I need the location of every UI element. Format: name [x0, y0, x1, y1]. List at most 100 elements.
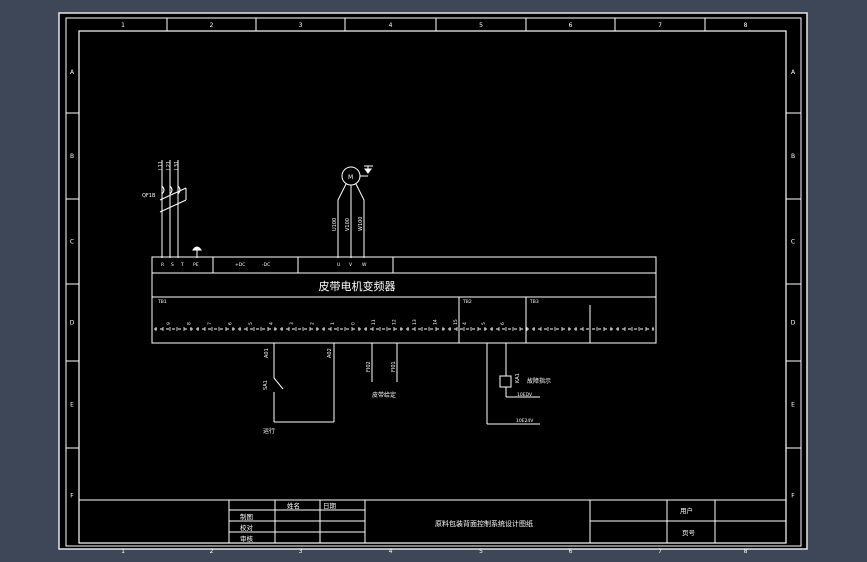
speed-wire-fi01: FI01: [391, 361, 397, 372]
title-page-label: 页号: [682, 529, 696, 537]
row-marker-left: C: [70, 239, 74, 246]
speed-label: 皮带给定: [372, 391, 396, 399]
row-markers: A A B B C C D D E E F F: [66, 69, 801, 500]
column-marker-bottom: 3: [299, 548, 303, 555]
column-marker-bottom: 5: [479, 548, 483, 555]
drawing-title: 原料包装背面控制系统设计图纸: [435, 519, 533, 528]
row-marker-right: C: [791, 239, 795, 246]
outer-border: [65, 17, 802, 547]
terminal-plus-dc: +DC: [235, 262, 245, 268]
dc-label-10edv: 10EDV: [517, 392, 533, 398]
terminal-u: U: [337, 262, 340, 268]
terminal-tick-marks: [155, 327, 654, 331]
speed-wire-fi02: FI02: [366, 361, 372, 372]
title-user-label: 用户: [680, 506, 693, 515]
run-label: 运行: [263, 427, 275, 435]
tb2-terminal-labels: 4 5 6: [462, 322, 506, 325]
inverter-title: 皮带电机变频器: [319, 279, 396, 293]
column-marker-top: 7: [658, 22, 662, 29]
column-marker-top: 1: [121, 22, 125, 29]
tb2-terminal-label: 6: [500, 322, 506, 325]
tb2-terminal-label: 5: [481, 322, 487, 325]
tb1-terminal-label: 14: [433, 319, 439, 325]
fault-indicator-circuit: [486, 343, 540, 425]
row-marker-left: E: [70, 402, 74, 409]
run-wire-a02: A02: [327, 348, 333, 358]
title-role-review: 审核: [240, 534, 254, 543]
terminal-w: W: [362, 262, 367, 268]
motor-label: M: [348, 174, 353, 181]
tb1-terminal-label: 13: [412, 319, 418, 325]
tb1-terminal-label: 2: [310, 322, 316, 325]
tb1-terminal-label: 0: [351, 322, 357, 325]
column-marker-bottom: 1: [121, 548, 125, 555]
motor-wire-w100: W100: [358, 217, 364, 232]
title-header-name: 姓名: [287, 501, 300, 510]
column-marker-bottom: 4: [389, 548, 393, 555]
tb1-terminal-label: 4: [269, 322, 275, 325]
indicator-label: 故障指示: [527, 377, 551, 385]
group-tb3: TB3: [529, 299, 539, 305]
terminal-s: S: [171, 262, 174, 268]
switch-label-sa1: SA1: [263, 380, 269, 390]
group-tb1: TB1: [157, 299, 167, 305]
tb1-terminal-label: 9: [166, 322, 172, 325]
speed-reference-wires: [371, 343, 398, 382]
column-marker-bottom: 7: [658, 548, 662, 555]
row-marker-right: D: [791, 320, 796, 327]
row-marker-right: F: [791, 493, 795, 500]
column-marker-top: 2: [210, 22, 214, 29]
inverter-box: [151, 256, 657, 344]
tb1-terminal-label: 15: [453, 319, 459, 325]
column-marker-top: 3: [299, 22, 303, 29]
terminal-t: T: [180, 262, 184, 268]
dc-label-10e24v: 10E24V: [516, 418, 534, 424]
column-marker-top: 4: [389, 22, 393, 29]
motor-wire-v100: V100: [345, 218, 351, 231]
column-marker-top: 8: [744, 22, 748, 29]
wire-label-l31: L31: [174, 161, 180, 170]
tb1-terminal-label: 1: [330, 322, 336, 325]
motor-wire-u100: U100: [332, 218, 338, 231]
terminal-r: R: [161, 262, 164, 268]
terminal-minus-dc: -DC: [262, 262, 270, 268]
title-block: [79, 499, 786, 543]
wire-label-l21: L21: [166, 161, 172, 170]
power-input: [159, 160, 187, 258]
tb1-terminal-label: 5: [248, 322, 254, 325]
tb1-terminal-label: 7: [207, 322, 213, 325]
drawing-sheet: [58, 12, 808, 550]
row-marker-right: B: [791, 153, 795, 160]
row-marker-left: F: [70, 493, 74, 500]
inner-border: [78, 30, 787, 544]
column-marker-bottom: 2: [210, 548, 214, 555]
row-marker-left: A: [70, 69, 75, 76]
column-marker-bottom: 6: [569, 548, 573, 555]
tb1-terminal-label: 11: [371, 319, 377, 325]
run-wire-a01: A01: [264, 348, 270, 358]
terminal-pe: PE: [193, 262, 199, 268]
title-role-checked: 校对: [240, 523, 254, 532]
column-marker-top: 5: [479, 22, 483, 29]
tb1-terminal-label: 6: [228, 322, 234, 325]
tb2-terminal-label: 4: [462, 322, 468, 325]
breaker-label: QF1B: [142, 193, 156, 199]
indicator-wire-ka1: KA1: [515, 373, 521, 383]
tb1-terminal-label: 3: [289, 322, 295, 325]
title-header-date: 日期: [323, 502, 337, 510]
group-tb2: TB2: [462, 299, 472, 305]
row-marker-left: D: [70, 320, 75, 327]
row-marker-right: E: [791, 402, 795, 409]
wire-label-l11: L11: [158, 161, 164, 170]
motor-symbol: [337, 165, 373, 258]
row-marker-right: A: [791, 69, 796, 76]
tb1-terminal-label: 8: [187, 322, 193, 325]
title-role-drawn: 制图: [240, 512, 253, 521]
column-marker-bottom: 8: [744, 548, 748, 555]
terminal-v: V: [349, 262, 353, 268]
run-circuit: [273, 343, 335, 423]
row-marker-left: B: [70, 153, 74, 160]
